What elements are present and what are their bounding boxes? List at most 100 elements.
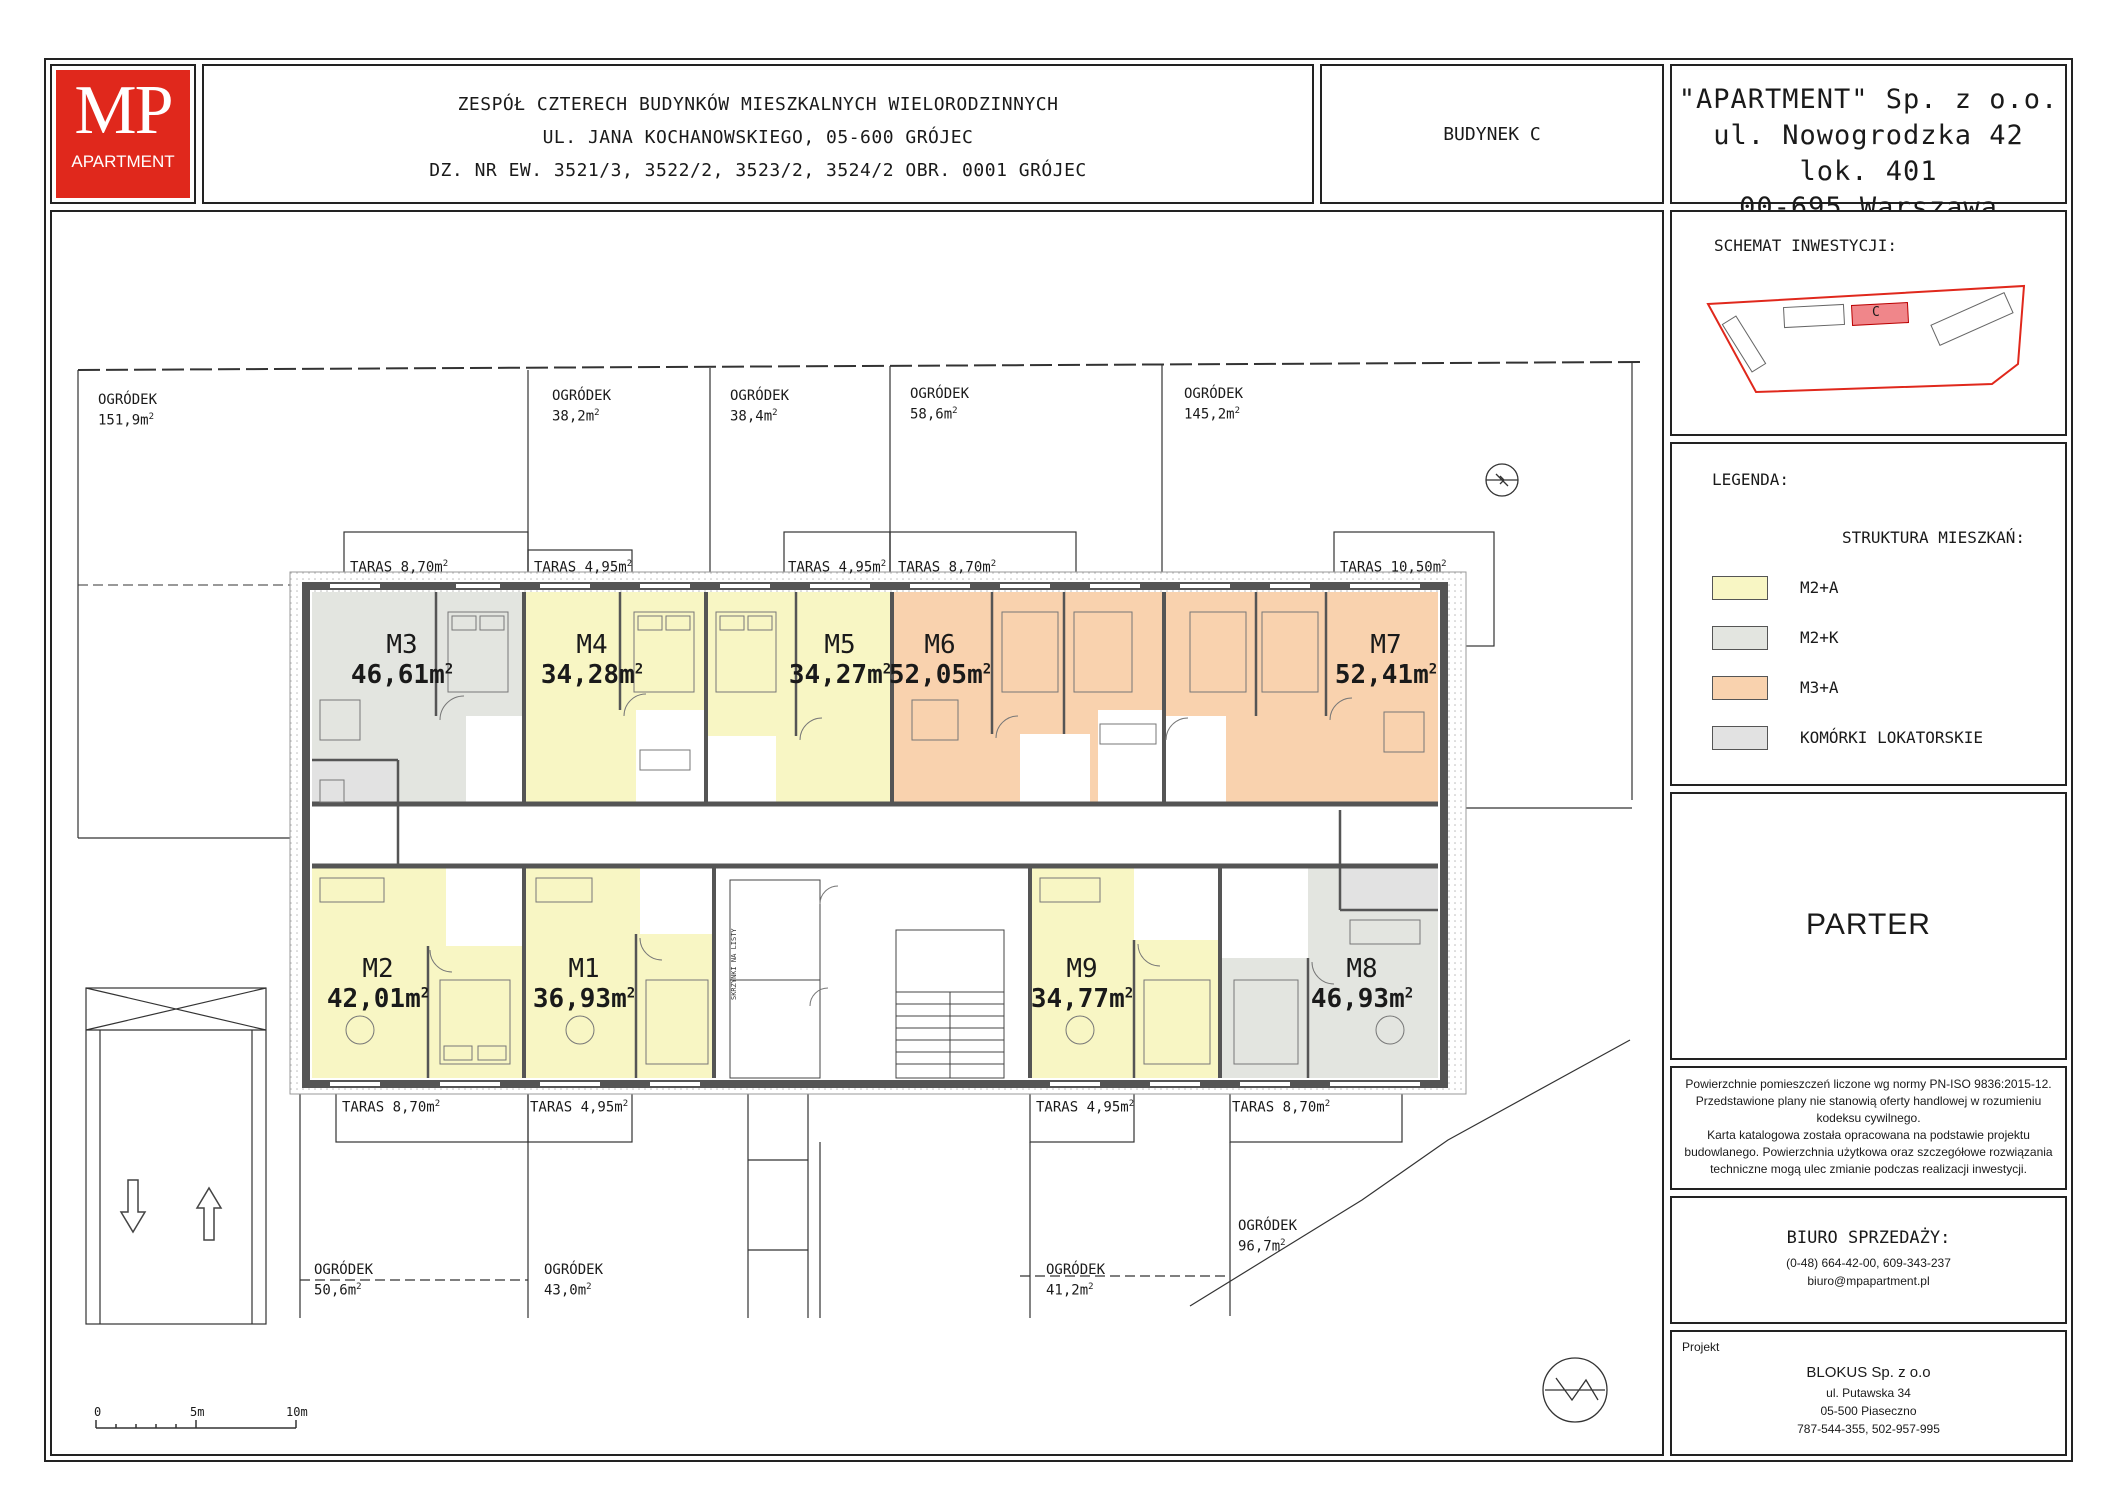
apartment-m5[interactable]: M5 34,27m2 (760, 630, 920, 690)
disclaimer-line: Przedstawione plany nie stanowią oferty … (1695, 1094, 2042, 1108)
site-boundary (1706, 284, 2026, 394)
schema-title: SCHEMAT INWESTYCJI: (1714, 236, 1898, 255)
apartment-code: M5 (824, 630, 856, 660)
designer-phones: 787-544-355, 502-957-995 (1797, 1422, 1940, 1436)
company-street: ul. Nowogrodzka 42 lok. 401 (1713, 120, 2024, 187)
apartment-area: 52,41m2 (1334, 660, 1438, 690)
project-title-line-1: ZESPÓŁ CZTERECH BUDYNKÓW MIESZKALNYCH WI… (457, 94, 1059, 115)
parking-ramp (85, 987, 267, 1325)
garden-dividers-bottom (299, 1039, 1631, 1318)
sales-phones: (0-48) 664-42-00, 609-343-237 (1786, 1256, 1951, 1270)
disclaimer-line: kodeksu cywilnego. (1816, 1111, 1921, 1125)
logo: MP APARTMENT (56, 70, 190, 198)
designer-street: ul. Putawska 34 (1826, 1386, 1911, 1400)
apartment-m6[interactable]: M6 52,05m2 (860, 630, 1020, 690)
terrace-label: TARAS 4,95m2 (1036, 1099, 1135, 1116)
svg-text:SKRZYNKI NA LISTY: SKRZYNKI NA LISTY (730, 928, 738, 1000)
terrace-label: TARAS 8,70m2 (342, 1099, 441, 1116)
apartment-code: M8 (1346, 954, 1378, 984)
schema-building-a (1721, 315, 1767, 373)
apartment-m8[interactable]: M8 46,93m2 (1282, 954, 1442, 1014)
project-label: Projekt (1682, 1340, 1720, 1354)
apartment-area: 46,93m2 (1310, 984, 1414, 1014)
bathrooms (446, 710, 1308, 958)
windows (330, 584, 1420, 1086)
scale-label-10m: 10m (286, 1405, 308, 1419)
apartment-area: 52,05m2 (888, 660, 992, 690)
designer-box: Projekt BLOKUS Sp. z o.o ul. Putawska 34… (1670, 1330, 2067, 1456)
terrace-label: TARAS 4,95m2 (534, 559, 633, 576)
doors (429, 693, 1353, 1007)
apartment-m9[interactable]: M9 34,77m2 (1002, 954, 1162, 1014)
apartment-m3[interactable]: M3 46,61m2 (322, 630, 482, 690)
logo-frame: MP APARTMENT (50, 64, 196, 204)
scale-bar (95, 1420, 297, 1429)
terrace-label: TARAS 8,70m2 (898, 559, 997, 576)
level-label: PARTER (1806, 908, 1931, 941)
stair-core (714, 866, 1030, 1078)
apartment-m4[interactable]: M4 34,28m2 (512, 630, 672, 690)
sales-title: BIURO SPRZEDAŻY: (1786, 1228, 1951, 1248)
terrace-label: TARAS 8,70m2 (350, 559, 449, 576)
apartment-area: 34,27m2 (788, 660, 892, 690)
sales-email[interactable]: biuro@mpapartment.pl (1807, 1274, 1930, 1288)
walls (302, 582, 1448, 1088)
disclaimer-line: budowlanego. Powierzchnia użytkowa oraz … (1684, 1145, 2053, 1159)
terrace-label: TARAS 10,50m2 (1340, 559, 1447, 576)
legend-swatch (1712, 576, 1768, 600)
disclaimer-box: Powierzchnie pomieszczeń liczone wg norm… (1670, 1066, 2067, 1190)
apartment-m2[interactable]: M2 42,01m2 (298, 954, 458, 1014)
legend-label: M3+A (1800, 678, 1839, 697)
apartment-area: 46,61m2 (350, 660, 454, 690)
project-title-box: ZESPÓŁ CZTERECH BUDYNKÓW MIESZKALNYCH WI… (202, 64, 1314, 204)
legend-label: M2+K (1800, 628, 1839, 647)
apartment-code: M2 (362, 954, 394, 984)
company-name: "APARTMENT" Sp. z o.o. (1678, 84, 2059, 115)
apartment-area: 36,93m2 (532, 984, 636, 1014)
apartment-code: M9 (1066, 954, 1098, 984)
floor-plan: SKRZYNKI NA LISTY (77, 361, 1641, 1429)
schema-building-c (1850, 302, 1910, 326)
legend-label: M2+A (1800, 578, 1839, 597)
terrace-label: TARAS 4,95m2 (530, 1099, 629, 1116)
apartment-code: M1 (568, 954, 600, 984)
apartment-code: M3 (386, 630, 418, 660)
disclaimer-line: Karta katalogowa została opracowana na p… (1707, 1128, 2030, 1142)
apartment-m7[interactable]: M7 52,41m2 (1306, 630, 1466, 690)
logo-subtitle: APARTMENT (71, 152, 175, 171)
building-label: BUDYNEK C (1443, 124, 1541, 145)
legend-swatch (1712, 726, 1768, 750)
legend-label: KOMÓRKI LOKATORSKIE (1800, 728, 1984, 747)
sales-office-box: BIURO SPRZEDAŻY: (0-48) 664-42-00, 609-3… (1670, 1196, 2067, 1324)
apartment-area: 34,77m2 (1030, 984, 1134, 1014)
investment-schema-box: SCHEMAT INWESTYCJI: C (1670, 210, 2067, 436)
level-box: PARTER (1670, 792, 2067, 1060)
disclaimer-line: techniczne mogą ulec zmianie podczas rea… (1710, 1162, 2027, 1176)
north-arrow-icon (1485, 463, 1608, 1423)
project-title-line-2: UL. JANA KOCHANOWSKIEGO, 05-600 GRÓJEC (542, 127, 974, 148)
terrace-label: TARAS 8,70m2 (1232, 1099, 1331, 1116)
company-box: "APARTMENT" Sp. z o.o. ul. Nowogrodzka 4… (1670, 64, 2067, 223)
scale-label-5m: 5m (190, 1405, 205, 1419)
plot-boundary-top (77, 361, 1641, 371)
plan-area: SKRZYNKI NA LISTY 0 5m 10m (50, 210, 1664, 1456)
staircase (729, 879, 1005, 1079)
legend-swatch (1712, 676, 1768, 700)
schema-building-b (1782, 303, 1846, 329)
apartment-code: M6 (924, 630, 956, 660)
legend-title: LEGENDA: (1712, 470, 1790, 489)
apartment-code: M4 (576, 630, 608, 660)
site-schema (1706, 284, 2026, 394)
disclaimer-line: Powierzchnie pomieszczeń liczone wg norm… (1685, 1077, 2052, 1091)
corridor (312, 804, 1438, 866)
project-title-line-3: DZ. NR EW. 3521/3, 3522/2, 3523/2, 3524/… (429, 160, 1087, 181)
apartment-code: M7 (1370, 630, 1402, 660)
apartment-m1[interactable]: M1 36,93m2 (504, 954, 664, 1014)
